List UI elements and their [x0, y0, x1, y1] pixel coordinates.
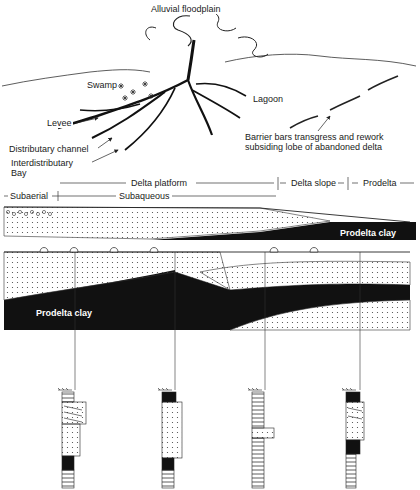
label: Prodelta: [362, 178, 398, 188]
label: Interdistributary Bay: [10, 158, 92, 179]
label: Delta platform: [130, 178, 188, 188]
label: Levee: [46, 118, 73, 128]
label: Alluvial floodplain: [150, 4, 222, 14]
label: Distributary channel: [8, 144, 90, 154]
label: Subaerial: [9, 191, 49, 201]
label: Subaqueous: [118, 191, 171, 201]
label: Prodelta clay: [36, 308, 92, 318]
label: Barrier bars transgress and rework subsi…: [244, 132, 416, 153]
label: Prodelta clay: [340, 228, 396, 238]
label: Lagoon: [252, 94, 284, 104]
label: Delta slope: [290, 178, 337, 188]
label: Swamp: [86, 80, 118, 90]
